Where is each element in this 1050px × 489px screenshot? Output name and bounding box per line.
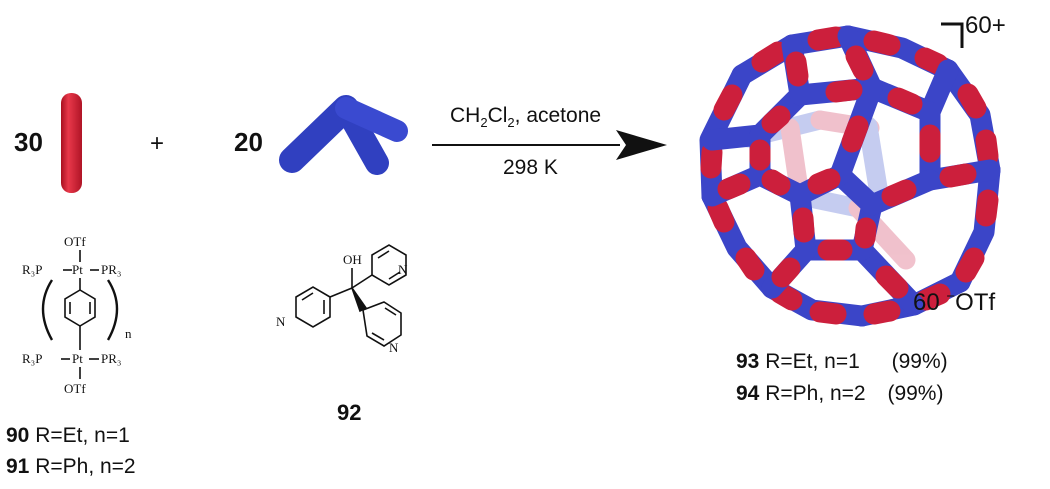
solvent-cl: Cl <box>487 104 508 127</box>
linker-coefficient: 30 <box>14 127 43 157</box>
counterion-name: OTf <box>955 289 996 316</box>
linker-repeat-subscript: n <box>125 326 132 341</box>
linker-right-top-phosphine: PR₃ <box>101 262 122 277</box>
solvent-sub-2: 2 <box>507 115 515 131</box>
linker-number: 90 <box>6 424 30 447</box>
product-yield: (99%) <box>887 382 944 405</box>
linker-left-bottom-phosphine: R₃P <box>22 351 43 366</box>
linker-bottom-metal: Pt <box>72 351 83 366</box>
linker-entry: 91 R=Ph, n=2 <box>6 455 136 479</box>
product-charge: 60+ <box>965 12 1006 39</box>
linker-top-metal: Pt <box>72 262 83 277</box>
product-desc: R=Et, n=1 <box>765 350 860 373</box>
solvent-ch: CH <box>450 104 481 127</box>
linker-number: 91 <box>6 455 30 478</box>
product-entry: 94 R=Ph, n=2 (99%) <box>736 382 943 406</box>
counterion-count: 60 <box>913 289 940 316</box>
linker-top-otf: OTf <box>64 234 86 249</box>
reaction-temperature: 298 K <box>503 156 558 179</box>
reaction-arrow <box>432 130 667 160</box>
product-entry: 93 R=Et, n=1 (99%) <box>736 350 948 374</box>
linker-desc: R=Ph, n=2 <box>35 455 136 478</box>
linker-bottom-otf: OTf <box>64 381 86 396</box>
linker-structure-drawing <box>41 250 119 379</box>
linker-entry: 90 R=Et, n=1 <box>6 424 130 448</box>
linker-left-top-phosphine: R₃P <box>22 262 43 277</box>
angular-structure-drawing <box>295 244 407 347</box>
plus-sign: + <box>150 130 165 157</box>
angular-pyridine-n-1: N <box>398 262 408 277</box>
angular-pyridine-n-2: N <box>276 314 286 329</box>
product-yield: (99%) <box>891 350 948 373</box>
angular-ligand-shape <box>279 95 408 175</box>
solvent-rest: , acetone <box>514 104 602 127</box>
product-desc: R=Ph, n=2 <box>765 382 866 405</box>
angular-compound-number: 92 <box>337 400 362 425</box>
counterion-label: 60 −OTf <box>913 288 995 317</box>
counterion-minus: − <box>946 288 956 305</box>
angular-coefficient: 20 <box>234 127 263 157</box>
charge-bracket <box>941 22 964 48</box>
dodecahedral-cage <box>699 25 1001 327</box>
solvent-sub-1: 2 <box>480 115 488 131</box>
reaction-solvent: CH2Cl2, acetone <box>450 104 601 130</box>
angular-pyridine-n-3: N <box>389 340 399 355</box>
product-number: 93 <box>736 350 760 373</box>
linear-linker-rod <box>61 93 82 193</box>
linker-right-bottom-phosphine: PR₃ <box>101 351 122 366</box>
product-number: 94 <box>736 382 760 405</box>
angular-hydroxyl: OH <box>343 252 362 267</box>
linker-desc: R=Et, n=1 <box>35 424 130 447</box>
